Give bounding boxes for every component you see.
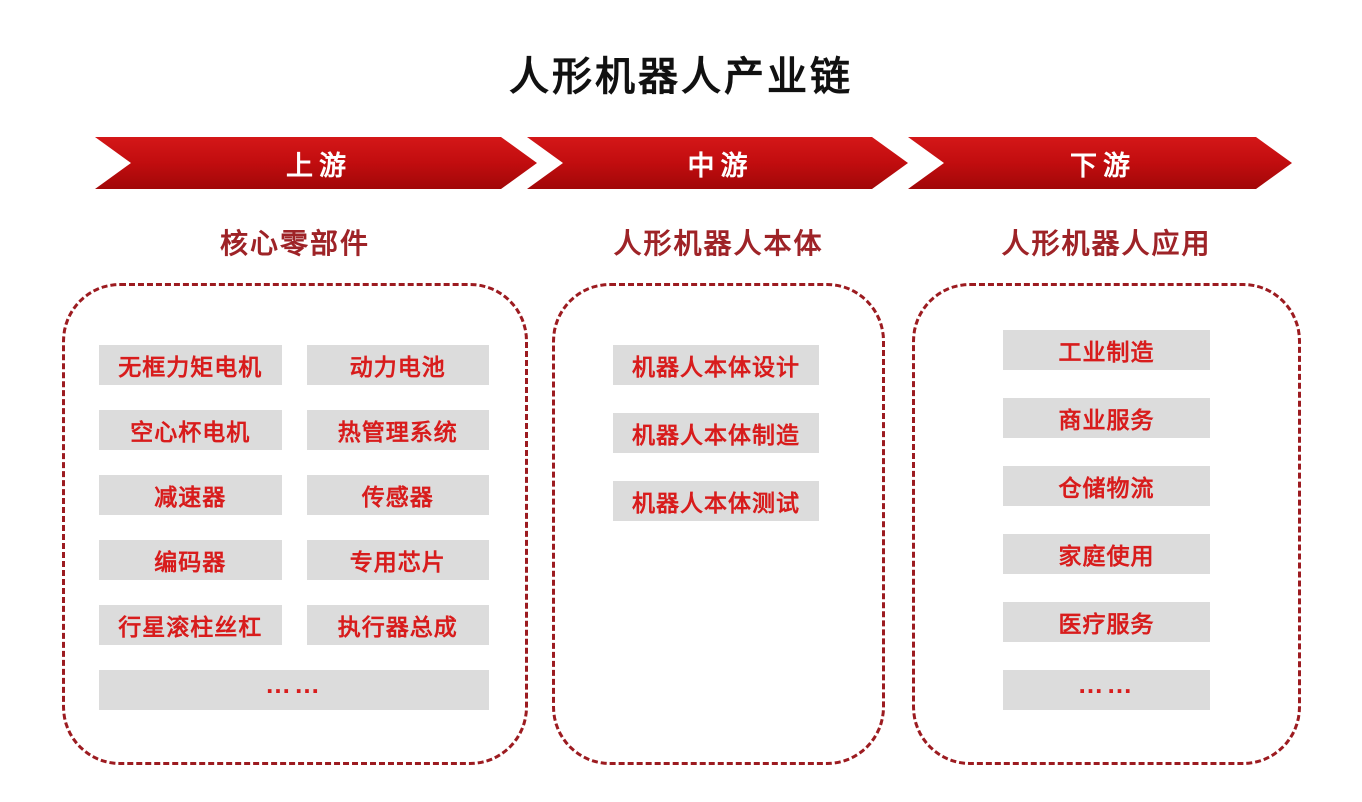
heading-robot-applications: 人形机器人应用 (1001, 228, 1212, 259)
downstream-item-list: 工业制造 商业服务 仓储物流 家庭使用 医疗服务 …… (1003, 330, 1210, 710)
list-item: 仓储物流 (1003, 466, 1210, 506)
banner-downstream-label: 下游 (1070, 150, 1136, 181)
list-item: 机器人本体设计 (613, 345, 819, 385)
list-item: 商业服务 (1003, 398, 1210, 438)
heading-core-components: 核心零部件 (219, 228, 370, 259)
banner-midstream: 中游 (527, 137, 908, 189)
upstream-item-grid: 无框力矩电机 动力电池 空心杯电机 热管理系统 减速器 传感器 编码器 专用芯片… (99, 345, 489, 710)
list-item: 热管理系统 (306, 410, 489, 450)
list-item: 机器人本体制造 (613, 413, 819, 453)
panel-midstream: 机器人本体设计 机器人本体制造 机器人本体测试 (552, 283, 885, 765)
list-item: 空心杯电机 (99, 410, 282, 450)
list-item: 无框力矩电机 (99, 345, 282, 385)
page-title: 人形机器人产业链 (509, 55, 853, 99)
list-item: 行星滚柱丝杠 (99, 605, 282, 645)
banner-upstream: 上游 (95, 137, 537, 189)
list-item: 家庭使用 (1003, 534, 1210, 574)
downstream-ellipsis-item: …… (1003, 670, 1210, 710)
list-item: 工业制造 (1003, 330, 1210, 370)
list-item: 动力电池 (306, 345, 489, 385)
list-item: 执行器总成 (306, 605, 489, 645)
list-item: 机器人本体测试 (613, 481, 819, 521)
list-item: 医疗服务 (1003, 602, 1210, 642)
upstream-ellipsis-item: …… (99, 670, 489, 710)
banner-upstream-label: 上游 (286, 150, 352, 181)
list-item: 传感器 (306, 475, 489, 515)
heading-robot-body: 人形机器人本体 (613, 228, 824, 259)
panel-downstream: 工业制造 商业服务 仓储物流 家庭使用 医疗服务 …… (912, 283, 1301, 765)
banner-downstream: 下游 (908, 137, 1292, 189)
list-item: 专用芯片 (306, 540, 489, 580)
midstream-item-list: 机器人本体设计 机器人本体制造 机器人本体测试 (613, 345, 819, 521)
banner-midstream-label: 中游 (687, 150, 754, 181)
list-item: 减速器 (99, 475, 282, 515)
list-item: 编码器 (99, 540, 282, 580)
panel-upstream: 无框力矩电机 动力电池 空心杯电机 热管理系统 减速器 传感器 编码器 专用芯片… (62, 283, 528, 765)
